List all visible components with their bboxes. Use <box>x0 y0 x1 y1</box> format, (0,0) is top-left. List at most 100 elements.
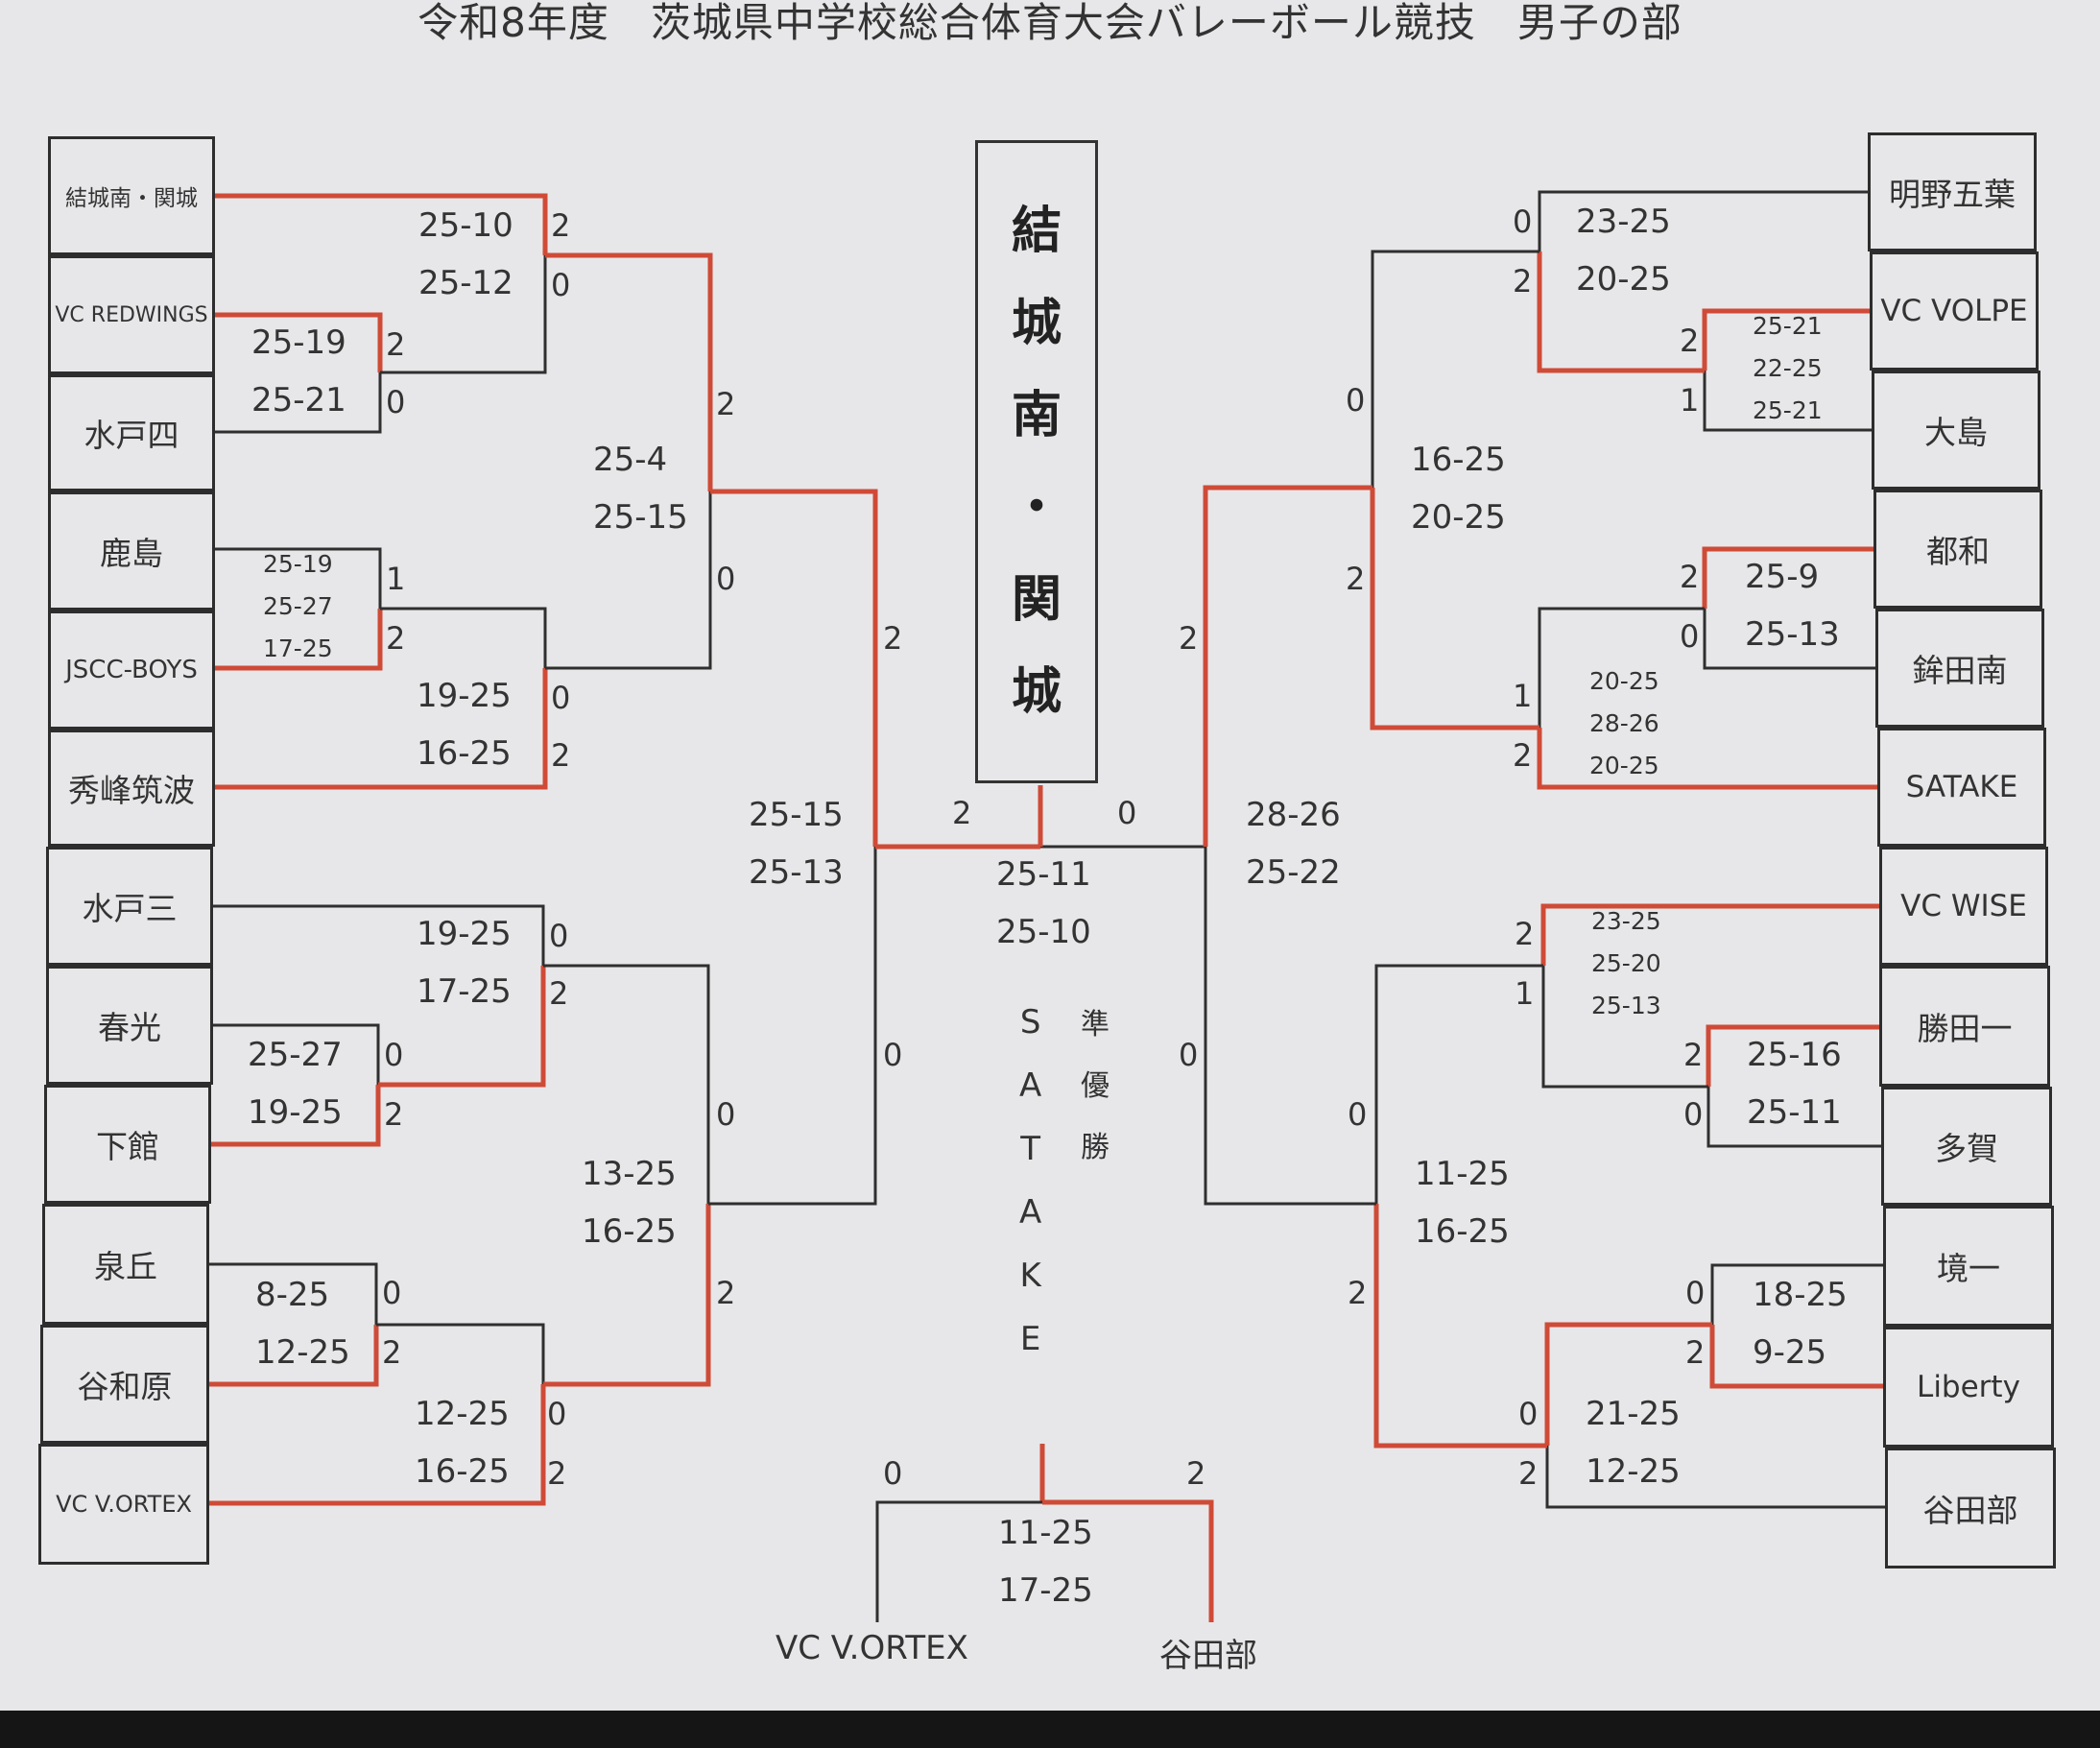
bracket-line-35 <box>1370 488 1539 730</box>
bracket-line-33 <box>1537 728 1877 790</box>
set-score: 25-4 <box>593 441 668 479</box>
set-score: 17-25 <box>263 635 333 662</box>
runner-up-name: S A T A K E <box>1019 991 1041 1371</box>
bracket-line-28 <box>1538 190 1868 251</box>
third-place-right-team: 谷田部 <box>1159 1637 1257 1675</box>
sets-won: 0 <box>1513 204 1533 240</box>
bracket-line-34 <box>1371 250 1539 488</box>
bracket-line-42 <box>1544 1322 1712 1446</box>
sets-won: 2 <box>952 795 972 831</box>
bracket-line-39 <box>1541 966 1708 1089</box>
bracket-line-1 <box>215 312 383 372</box>
champion-char-1: 結 <box>1011 203 1062 260</box>
runner-up-char-3: T <box>1020 1130 1041 1168</box>
bracket-line-43 <box>1545 1446 1885 1509</box>
bracket-line-7 <box>380 607 547 668</box>
set-score: 23-25 <box>1591 907 1661 935</box>
bracket-line-49 <box>875 1500 1042 1622</box>
left-team-5: JSCC-BOYS <box>48 611 215 730</box>
sets-won: 0 <box>1179 1037 1199 1073</box>
champion-char-6: 城 <box>1011 663 1062 721</box>
left-team-3: 水戸四 <box>48 374 215 491</box>
set-score: 25-9 <box>1745 558 1820 596</box>
set-score: 25-13 <box>749 853 844 892</box>
page-title: 令和8年度 茨城県中学校総合体育大会バレーボール競技 男子の部 <box>418 0 1682 46</box>
set-score: 25-13 <box>1591 992 1661 1019</box>
left-team-2: VC REDWINGS <box>48 255 215 374</box>
set-score: 16-25 <box>1411 441 1506 479</box>
set-score: 25-19 <box>263 550 333 578</box>
bracket-line-38 <box>1540 903 1879 966</box>
set-score: 19-25 <box>417 677 512 715</box>
sets-won: 2 <box>1518 1455 1539 1492</box>
sets-won: 2 <box>1348 1275 1368 1311</box>
set-score: 25-10 <box>996 913 1091 951</box>
bracket-line-20 <box>543 1204 711 1387</box>
set-score: 25-21 <box>1753 312 1823 340</box>
bracket-line-19 <box>543 964 710 1204</box>
bracket-line-46 <box>1203 485 1372 847</box>
bracket-line-21 <box>710 489 878 847</box>
sets-won: 0 <box>384 1037 404 1073</box>
set-score: 19-25 <box>248 1093 343 1132</box>
right-team-8: 勝田一 <box>1879 966 2050 1087</box>
set-score: 25-21 <box>1753 396 1823 424</box>
sets-won: 0 <box>1117 795 1137 831</box>
bracket-line-27 <box>1703 371 1872 432</box>
sets-won: 0 <box>1348 1096 1368 1133</box>
sets-won: 2 <box>1186 1455 1206 1492</box>
set-score: 25-27 <box>263 592 333 620</box>
sets-won: 0 <box>386 384 406 420</box>
sets-won: 0 <box>1683 1096 1704 1133</box>
bracket-line-3 <box>215 193 548 255</box>
runner-up-char-6: E <box>1019 1320 1041 1358</box>
bracket-line-29 <box>1537 251 1705 373</box>
sets-won: 0 <box>549 918 569 954</box>
bracket-line-13 <box>213 904 545 966</box>
bracket-line-18 <box>209 1384 546 1506</box>
bracket-line-32 <box>1538 607 1705 728</box>
sets-won: 2 <box>1513 263 1533 299</box>
bracket-line-5 <box>215 547 382 609</box>
third-place-left-team: VC V.ORTEX <box>776 1629 968 1667</box>
set-score: 18-25 <box>1753 1276 1848 1314</box>
bracket-line-50 <box>1042 1499 1214 1622</box>
sets-won: 2 <box>549 975 569 1012</box>
left-team-6: 秀峰筑波 <box>48 730 215 847</box>
set-score: 16-25 <box>417 734 512 773</box>
left-team-11: 谷和原 <box>40 1325 209 1444</box>
bracket-line-26 <box>1702 308 1870 371</box>
bracket-line-17 <box>376 1323 545 1384</box>
bracket-line-9 <box>545 252 713 491</box>
set-score: 20-25 <box>1576 260 1671 299</box>
left-team-7: 水戸三 <box>46 847 213 966</box>
set-score: 25-22 <box>1246 853 1341 892</box>
bracket-lines <box>209 190 1885 1622</box>
sets-won: 0 <box>551 267 571 303</box>
set-score: 28-26 <box>1589 709 1659 737</box>
champion-char-3: 南 <box>1011 387 1062 444</box>
set-score: 25-16 <box>1747 1036 1842 1074</box>
bracket-line-8 <box>215 668 548 790</box>
set-score: 12-25 <box>415 1395 510 1433</box>
bracket-line-15 <box>209 1262 378 1325</box>
set-score: 21-25 <box>1586 1395 1681 1433</box>
set-score: 22-25 <box>1753 354 1823 382</box>
sets-won: 2 <box>1346 561 1366 597</box>
set-score: 25-11 <box>996 855 1091 894</box>
sets-won: 0 <box>1680 618 1700 655</box>
set-score: 20-25 <box>1589 752 1659 779</box>
left-team-10: 泉丘 <box>42 1204 209 1325</box>
sets-won: 2 <box>386 620 406 657</box>
sets-won: 1 <box>1680 382 1700 419</box>
sets-won: 0 <box>382 1275 402 1311</box>
set-score: 25-15 <box>749 796 844 834</box>
set-score: 8-25 <box>255 1276 330 1314</box>
sets-won: 2 <box>384 1096 404 1133</box>
set-score: 25-13 <box>1745 615 1840 654</box>
runner-up-label-char-2: 優 <box>1081 1069 1110 1103</box>
runner-up-label-char-3: 勝 <box>1081 1131 1110 1164</box>
bottom-dark-strip <box>0 1711 2100 1748</box>
runner-up-char-2: A <box>1019 1066 1042 1105</box>
bracket-line-36 <box>1706 1024 1879 1087</box>
